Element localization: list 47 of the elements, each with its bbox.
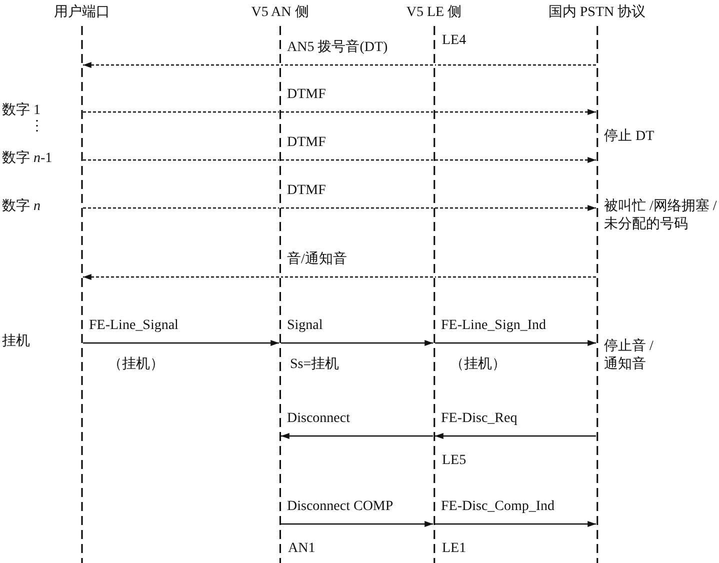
note-text: Ss=挂机: [290, 356, 340, 374]
arrow: [435, 433, 596, 439]
lifeline-header: V5 AN 侧: [251, 4, 309, 22]
arrow: [83, 62, 279, 68]
lifeline-header: V5 LE 侧: [406, 4, 462, 22]
note-text: 停止音 /通知音: [604, 338, 654, 374]
note-text: 挂机: [2, 333, 30, 351]
arrow: [435, 205, 596, 211]
note-text: （挂机）: [450, 356, 506, 374]
arrow: [281, 340, 433, 346]
note-text: LE5: [442, 452, 466, 470]
note-text: 被叫忙 /网络拥塞 /未分配的号码: [604, 198, 718, 234]
edge-label: AN5 拨号音(DT): [287, 39, 388, 57]
connector-line: [281, 64, 433, 66]
connector-line: [83, 207, 279, 209]
edge-label: Signal: [287, 317, 323, 335]
note-text: AN1: [288, 540, 316, 558]
note-text: 数字 n-1: [2, 150, 52, 168]
edge-label: FE-Line_Signal: [89, 317, 178, 335]
arrow: [83, 340, 279, 346]
note-text: 停止 DT: [604, 128, 654, 146]
connector-line: [281, 207, 433, 209]
connector-line: [83, 111, 279, 113]
edge-label: FE-Disc_Req: [441, 410, 518, 428]
note-text: LE1: [442, 540, 466, 558]
connector-line: [83, 159, 279, 161]
connector-line: [435, 64, 596, 66]
connector-line: [281, 111, 433, 113]
arrow: [435, 109, 596, 115]
arrow: [435, 157, 596, 163]
connector-line: [281, 276, 433, 278]
note-text: ⋮: [30, 118, 44, 136]
edge-label: FE-Line_Sign_Ind: [441, 317, 546, 335]
note-text: 数字 1: [2, 102, 40, 120]
connector-line: [435, 276, 596, 278]
arrow: [281, 433, 433, 439]
note-text: （挂机）: [108, 356, 164, 374]
lifeline-header: 用户端口: [54, 4, 110, 22]
arrow: [435, 340, 596, 346]
connector-line: [281, 159, 433, 161]
arrow: [435, 521, 596, 527]
note-text: 数字 n: [2, 198, 40, 216]
arrow: [281, 521, 433, 527]
note-text: LE4: [442, 32, 466, 50]
edge-label: FE-Disc_Comp_Ind: [441, 498, 555, 516]
arrow: [83, 274, 279, 280]
lifeline-header: 国内 PSTN 协议: [548, 4, 646, 22]
